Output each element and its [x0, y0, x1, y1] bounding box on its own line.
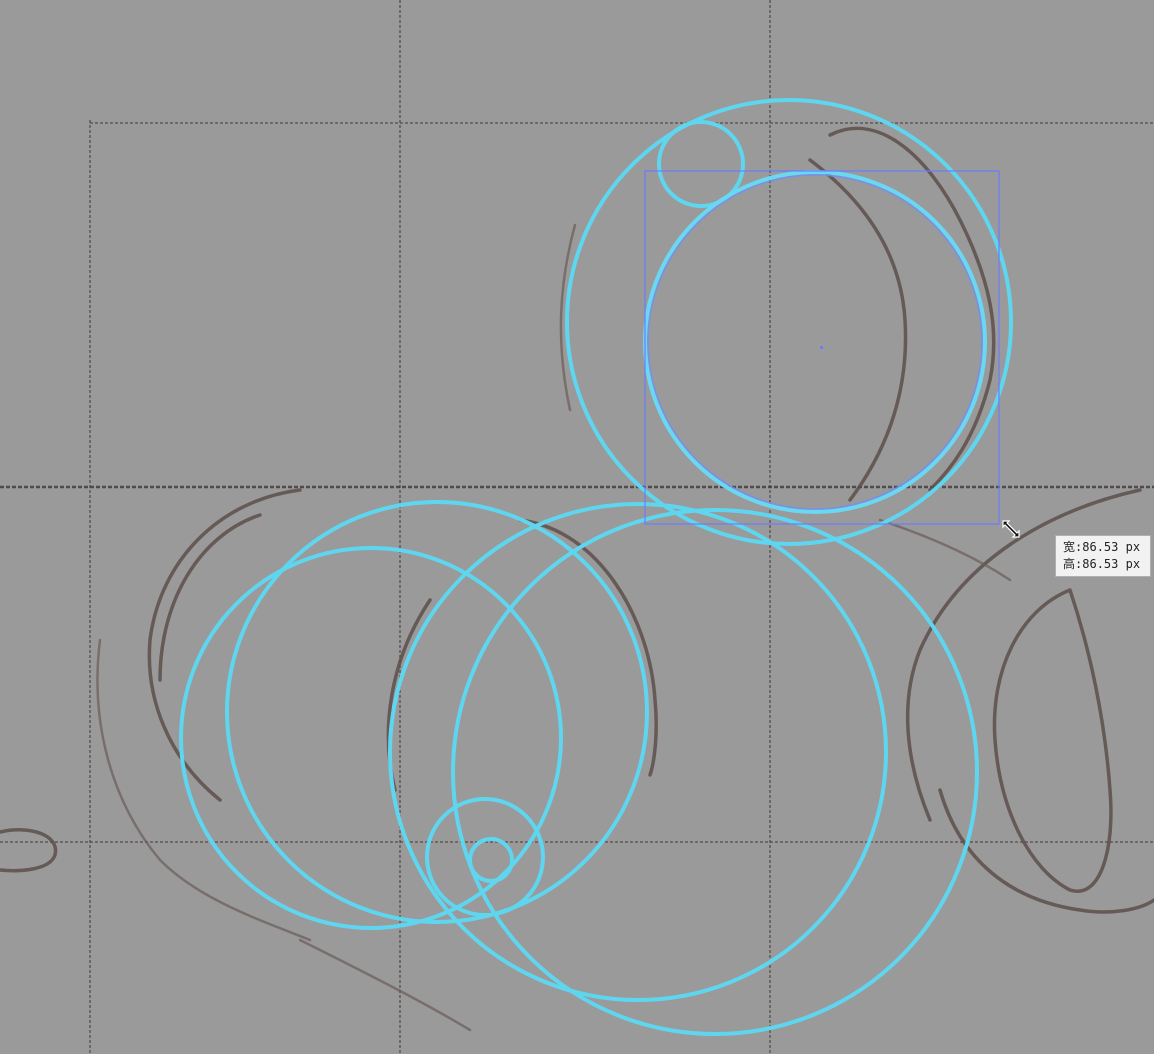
- sketch-stroke: [559, 223, 577, 412]
- sketch-stroke: [828, 126, 996, 492]
- sketch-stroke: [992, 588, 1113, 894]
- circle-shape[interactable]: [565, 98, 1013, 546]
- sketch-stroke: [0, 828, 58, 873]
- circle-shape[interactable]: [425, 797, 545, 917]
- selected-circle[interactable]: [643, 170, 987, 514]
- selected-shape[interactable]: [643, 170, 1000, 525]
- selection-center-point: [820, 346, 823, 349]
- sketch-stroke: [96, 638, 312, 942]
- tooltip-height-row: 高:86.53 px: [1063, 557, 1141, 571]
- construction-circles[interactable]: [179, 98, 1013, 1036]
- tooltip-width-row: 宽:86.53 px: [1063, 540, 1141, 554]
- width-value: 86.53 px: [1082, 540, 1141, 554]
- circle-shape[interactable]: [657, 120, 745, 208]
- circle-shape[interactable]: [179, 546, 563, 930]
- resize-diagonal-cursor-icon: [1002, 520, 1020, 538]
- height-value: 86.53 px: [1082, 557, 1141, 571]
- circle-shape[interactable]: [451, 508, 979, 1036]
- circle-shape[interactable]: [388, 502, 888, 1002]
- width-label: 宽: [1063, 540, 1076, 554]
- sketch-stroke: [147, 488, 302, 802]
- height-label: 高: [1063, 557, 1076, 571]
- selected-circle-preview: [647, 174, 983, 510]
- circle-shape[interactable]: [468, 837, 514, 883]
- sketch-stroke: [518, 518, 658, 777]
- sketch-stroke: [158, 513, 262, 682]
- sketch-stroke: [905, 488, 1142, 822]
- sketch-stroke: [878, 518, 1012, 582]
- circle-shape[interactable]: [225, 500, 649, 924]
- sketch-stroke: [298, 938, 472, 1032]
- pencil-sketch: [0, 126, 1154, 1032]
- sketch-stroke: [808, 158, 908, 502]
- selection-bounding-box[interactable]: [644, 170, 1000, 525]
- sketch-stroke: [938, 788, 1154, 914]
- size-tooltip: 宽:86.53 px 高:86.53 px: [1055, 535, 1151, 577]
